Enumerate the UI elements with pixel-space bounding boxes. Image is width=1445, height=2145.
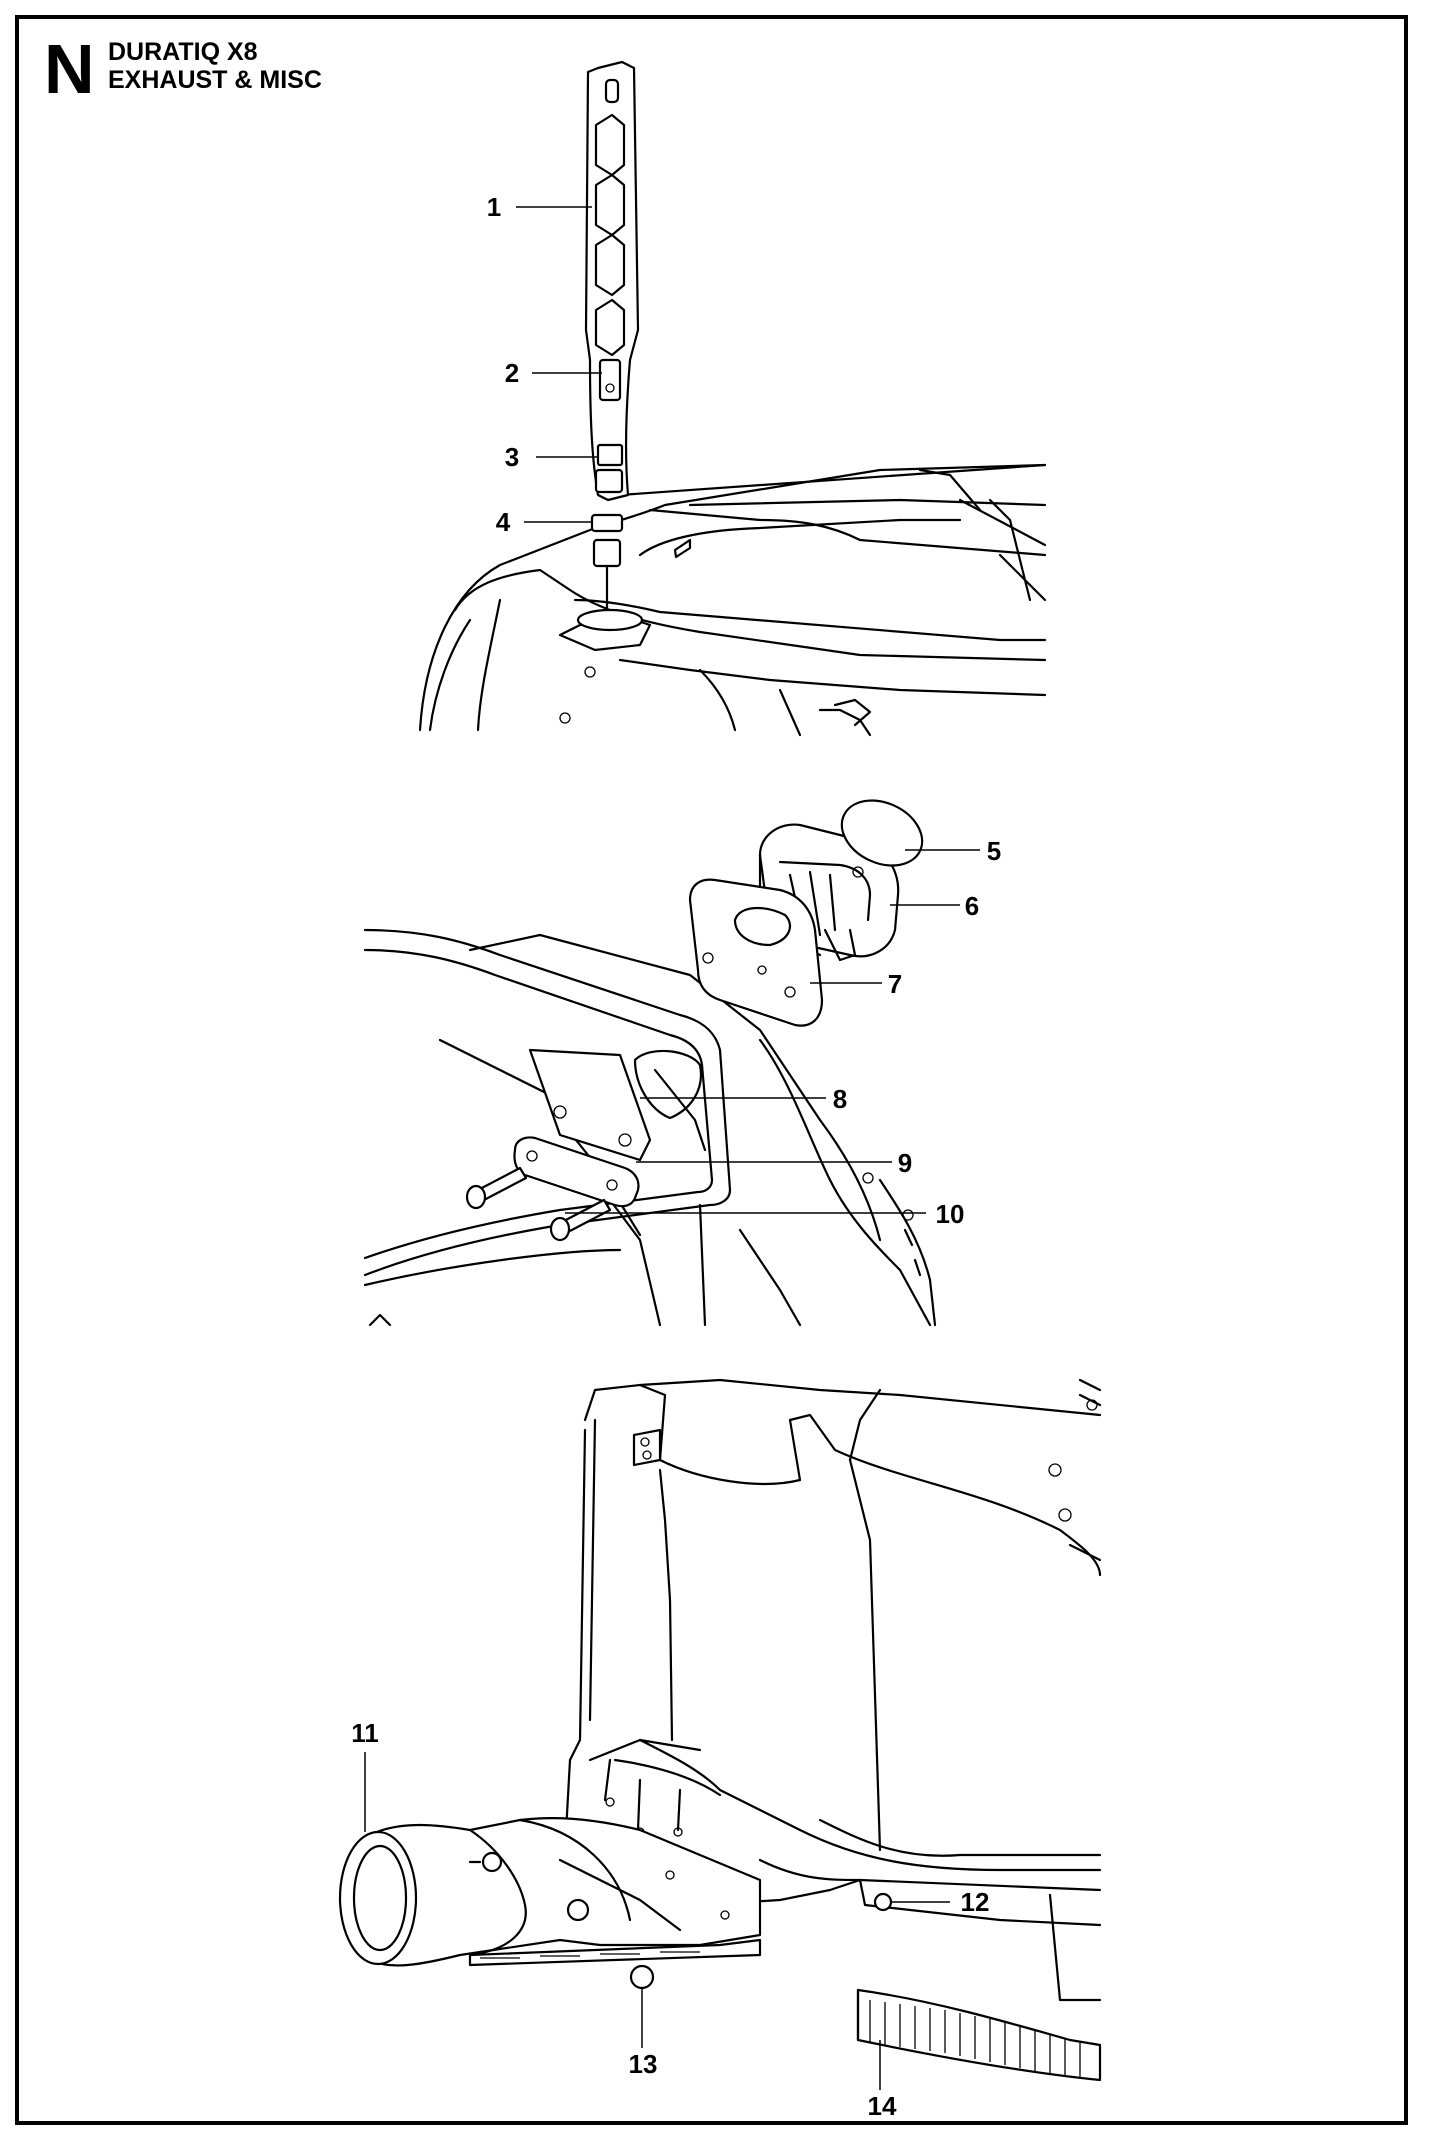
callout-5: 5 <box>987 836 1001 866</box>
clamp-knob-part <box>629 1964 655 2048</box>
callout-11: 11 <box>351 1718 379 1748</box>
machine-body-bottom <box>563 1378 1102 2002</box>
callout-12: 12 <box>961 1887 990 1917</box>
callout-9: 9 <box>898 1148 912 1178</box>
exhaust-outlet-part <box>338 1816 762 1967</box>
callout-2: 2 <box>505 358 519 388</box>
title-block: DURATIQ X8 EXHAUST & MISC <box>108 38 322 94</box>
machine-body-middle <box>363 928 937 1327</box>
section-letter: N <box>44 30 95 108</box>
brush-strip-part <box>856 1988 1102 2090</box>
plate-part <box>528 1048 652 1162</box>
callout-13: 13 <box>629 2049 658 2079</box>
callout-6: 6 <box>965 891 979 921</box>
callout-8: 8 <box>833 1084 847 1114</box>
model-name: DURATIQ X8 <box>108 38 258 66</box>
machine-body-top <box>418 463 1047 737</box>
bolt-part <box>465 1166 612 1242</box>
diagram-subtitle: EXHAUST & MISC <box>108 66 322 94</box>
gasket-plate-part <box>688 878 824 1027</box>
exhaust-pipe-part <box>576 60 644 632</box>
callout-1: 1 <box>487 192 501 222</box>
screw-part <box>873 1892 893 1912</box>
view-middle <box>363 799 980 1327</box>
view-top <box>418 60 1047 737</box>
callout-10: 10 <box>936 1199 965 1229</box>
callout-14: 14 <box>868 2091 897 2121</box>
page-frame <box>15 15 1408 2125</box>
callout-7: 7 <box>888 969 902 999</box>
callout-4: 4 <box>496 507 511 537</box>
view-bottom <box>338 1378 1102 2090</box>
callout-3: 3 <box>505 442 519 472</box>
